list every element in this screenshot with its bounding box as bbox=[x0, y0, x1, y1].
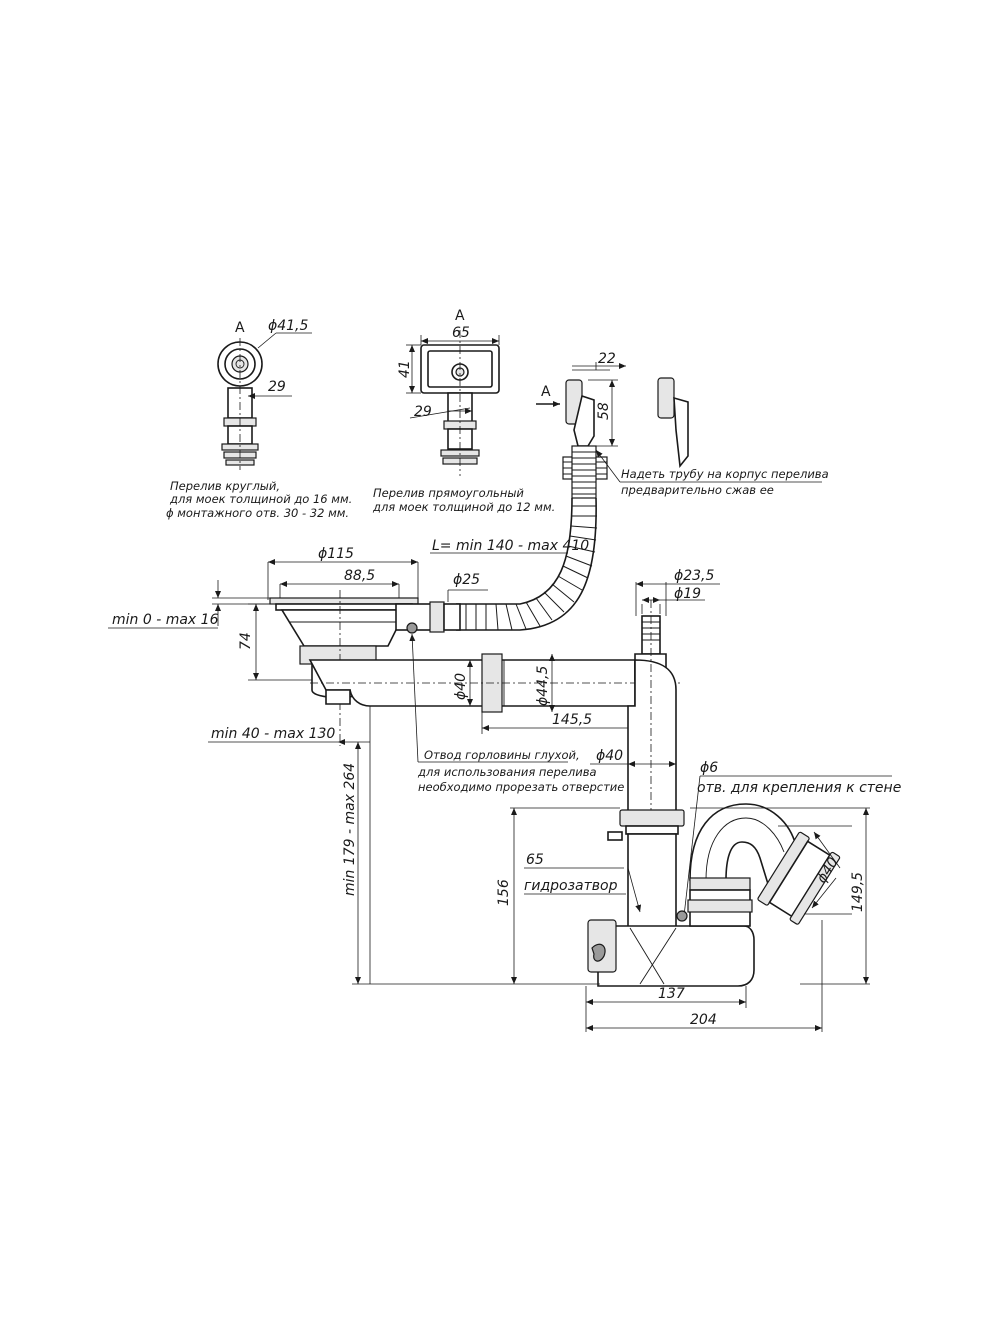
bottle-trap bbox=[352, 742, 870, 1032]
dim-29-round: 29 bbox=[268, 379, 286, 395]
dim-thickness: min 0 - max 16 bbox=[112, 612, 219, 628]
note-rect-overflow-1: Перелив прямоугольный bbox=[373, 486, 524, 500]
dim-d25: ϕ25 bbox=[453, 572, 480, 588]
note-outlet-2: для использования перелива bbox=[417, 765, 597, 779]
dim-204: 204 bbox=[690, 1012, 717, 1028]
round-view-label: A bbox=[235, 320, 245, 336]
dim-height-range: min 179 - max 264 bbox=[342, 763, 358, 896]
dim-29-rect: 29 bbox=[414, 404, 432, 420]
dim-88-5: 88,5 bbox=[344, 568, 375, 584]
note-round-overflow-2: для моек толщиной до 16 мм. bbox=[169, 492, 352, 506]
dim-hose-length: L= min 140 - max 410 bbox=[432, 538, 589, 554]
dim-d40-vertical: ϕ40 bbox=[596, 748, 623, 764]
dim-d115: ϕ115 bbox=[318, 546, 354, 562]
dim-d41-5: ϕ41,5 bbox=[268, 318, 309, 334]
dim-d23-5: ϕ23,5 bbox=[674, 568, 715, 584]
dim-d19: ϕ19 bbox=[674, 586, 701, 602]
dim-137: 137 bbox=[658, 986, 685, 1002]
dim-offset: min 40 - max 130 bbox=[211, 726, 335, 742]
horizontal-drain-pipe bbox=[208, 589, 680, 984]
note-outlet-3: необходимо прорезать отверстие bbox=[418, 780, 624, 794]
dim-65: 65 bbox=[452, 325, 470, 341]
dim-74: 74 bbox=[238, 632, 254, 650]
arrow-view-label: A bbox=[541, 384, 551, 400]
note-water-seal: гидрозатвор bbox=[524, 878, 618, 894]
dim-d44-5: ϕ44,5 bbox=[535, 666, 551, 707]
sink-strainer bbox=[108, 559, 419, 746]
rect-overflow-view bbox=[406, 330, 500, 476]
dim-d6: ϕ6 bbox=[700, 760, 718, 776]
round-overflow-view bbox=[217, 332, 312, 470]
dim-d40-horizontal: ϕ40 bbox=[453, 673, 469, 700]
note-rect-overflow-2: для моек толщиной до 12 мм. bbox=[372, 500, 555, 514]
overflow-head-side bbox=[430, 362, 822, 631]
dim-145-5: 145,5 bbox=[552, 712, 592, 728]
vertical-pipe bbox=[590, 581, 892, 940]
dim-22: 22 bbox=[598, 351, 616, 367]
dim-41: 41 bbox=[397, 360, 413, 378]
note-round-overflow-3: ϕ монтажного отв. 30 - 32 мм. bbox=[166, 506, 349, 520]
note-round-overflow-1: Перелив круглый, bbox=[170, 479, 280, 493]
note-hose-1: Надеть трубу на корпус перелива bbox=[621, 467, 829, 481]
rect-view-label: A bbox=[455, 308, 465, 324]
dim-58: 58 bbox=[596, 402, 612, 420]
dim-65-seal: 65 bbox=[526, 852, 544, 868]
note-hose-2: предварительно сжав ее bbox=[621, 483, 774, 497]
dim-156: 156 bbox=[496, 879, 512, 906]
note-wall-mount: отв. для крепления к стене bbox=[697, 780, 901, 796]
note-outlet-1: Отвод горловины глухой, bbox=[424, 748, 580, 762]
dim-149-5: 149,5 bbox=[850, 872, 866, 912]
